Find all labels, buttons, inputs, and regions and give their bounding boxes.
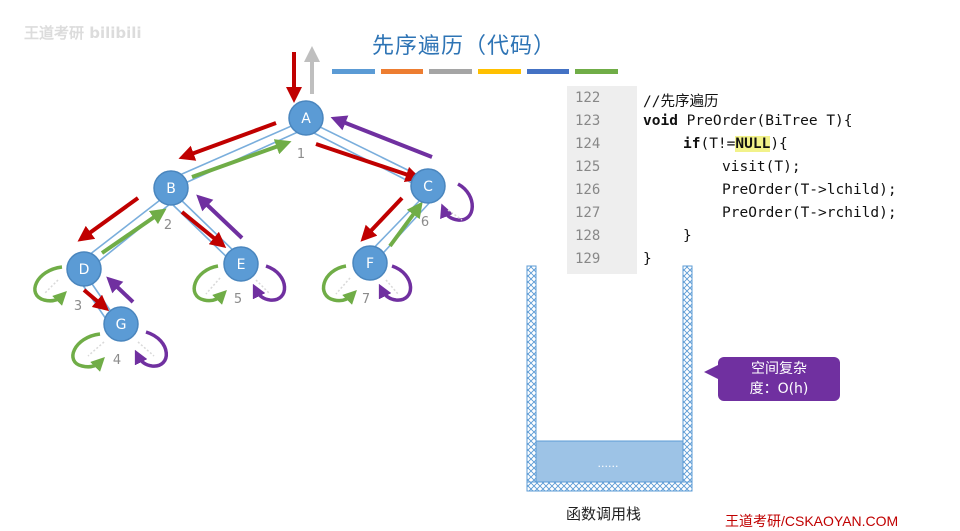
callout-line-2: 度：O(h) [749, 381, 809, 397]
loop-f-right [378, 264, 413, 302]
loop-c-right [440, 182, 474, 222]
line-number: 127 [575, 205, 601, 221]
loop-g-left [71, 332, 105, 372]
code-panel: 122 123 124 125 126 127 128 129 //先序遍历 v… [567, 86, 929, 274]
stack-left-wall [526, 265, 537, 492]
loop-e-left [192, 264, 227, 305]
visit-order: 6 [421, 215, 429, 230]
code-line-comment: //先序遍历 [643, 94, 719, 110]
visit-order: 7 [362, 292, 370, 307]
visit-order: 4 [113, 353, 121, 368]
line-number: 126 [575, 182, 601, 198]
visit-order: 2 [164, 218, 172, 233]
node-f: F 7 [352, 245, 388, 307]
color-bar-3 [429, 69, 473, 74]
stack-frame [535, 440, 684, 483]
tree-nodes: A 1 B 2 C 6 D 3 E 5 F 7 G [66, 100, 446, 368]
visit-order: 3 [74, 299, 82, 314]
line-number-gutter [567, 86, 637, 274]
color-bar-2 [380, 69, 424, 74]
node-g: G 4 [103, 306, 139, 368]
keyword: if [683, 136, 701, 152]
node-e: E 5 [223, 246, 259, 307]
stack-right-wall [682, 265, 693, 492]
null-loops [33, 182, 474, 372]
loop-d-left [33, 265, 67, 306]
code-line-left-call: PreOrder(T->lchild); [722, 182, 897, 198]
stack-label: 函数调用栈 [566, 505, 642, 523]
stack-ellipsis: ...... [598, 457, 619, 470]
node-label: E [237, 257, 246, 273]
node-label: C [423, 179, 433, 195]
loop-e-right [252, 264, 287, 302]
keyword: void [643, 113, 678, 129]
node-label: D [79, 262, 90, 278]
arrow-g-to-d [106, 276, 135, 304]
title-color-bars [332, 69, 619, 74]
arrow-d-to-b [100, 208, 167, 255]
code-text: PreOrder(BiTree T){ [677, 113, 853, 129]
node-label: A [301, 111, 311, 127]
arrow-a-to-b [178, 121, 277, 161]
arrow-b-to-e [180, 210, 227, 249]
node-label: B [166, 181, 176, 197]
code-line-signature: void PreOrder(BiTree T){ [643, 113, 853, 129]
line-number: 122 [575, 90, 601, 106]
arrow-a-to-c [315, 142, 422, 183]
color-bar-1 [332, 69, 375, 74]
traversal-arrows [77, 115, 433, 312]
watermark-site: 王道考研/CSKAOYAN.COM [725, 513, 899, 529]
arrow-c-to-f [360, 196, 404, 242]
line-number: 128 [575, 228, 601, 244]
code-text: ){ [770, 136, 788, 152]
node-a: A 1 [288, 100, 324, 162]
color-bar-4 [478, 69, 521, 74]
stack-bottom [526, 481, 693, 492]
arrow-e-to-b [196, 194, 244, 240]
node-label: G [116, 317, 127, 333]
node-c: C 6 [410, 168, 446, 230]
line-number: 129 [575, 251, 601, 267]
arrow-d-to-g [82, 288, 110, 312]
code-text: (T!= [700, 136, 736, 152]
code-line-close-if: } [683, 228, 692, 244]
space-complexity-callout: 空间复杂 度：O(h) [704, 357, 840, 401]
loop-f-left [321, 264, 357, 305]
line-number: 124 [575, 136, 601, 152]
null-markers [43, 209, 463, 357]
visit-order: 5 [234, 292, 242, 307]
code-line-if: if(T!=NULL){ [683, 136, 788, 152]
loop-g-right [134, 330, 169, 368]
node-d: D 3 [66, 251, 102, 314]
color-bar-6 [575, 69, 619, 74]
watermark-logo: 王道考研 bilibili [24, 24, 142, 42]
arrow-b-to-d [77, 196, 140, 242]
arrow-b-to-a [191, 139, 292, 179]
node-b: B 2 [153, 170, 189, 233]
highlight-null: NULL [735, 136, 771, 152]
visit-order: 1 [297, 147, 305, 162]
line-number: 125 [575, 159, 601, 175]
arrow-c-to-a [330, 115, 433, 159]
callout-line-1: 空间复杂 [751, 361, 807, 377]
page-title: 先序遍历（代码） [372, 34, 557, 59]
color-bar-5 [526, 69, 570, 74]
node-label: F [366, 256, 374, 272]
arrow-f-to-c [388, 201, 423, 248]
call-stack: ...... [526, 265, 693, 492]
code-line-close-fn: } [643, 251, 652, 267]
line-number: 123 [575, 113, 601, 129]
code-line-visit: visit(T); [722, 159, 801, 175]
code-line-right-call: PreOrder(T->rchild); [722, 205, 897, 221]
